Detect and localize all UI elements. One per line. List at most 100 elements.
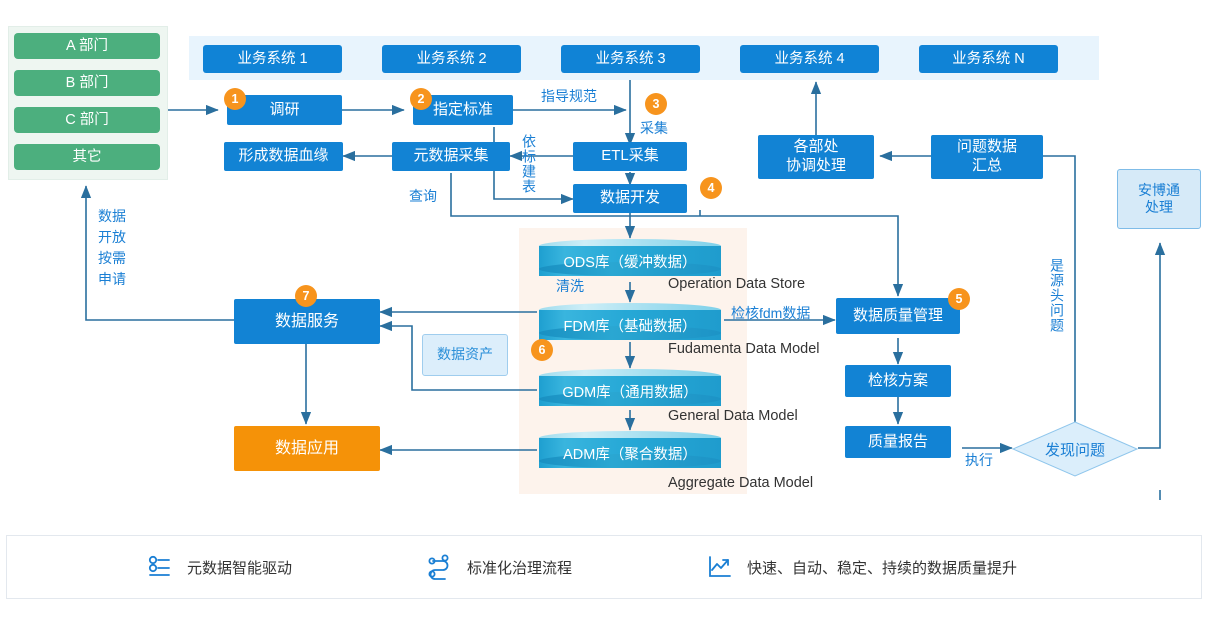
badge-number: 6 — [538, 343, 546, 357]
process-issue-summary[interactable]: 问题数据 汇总 — [931, 135, 1043, 179]
edge-label-text: 是源头问题 — [1049, 258, 1065, 333]
database-fdm-english: Fudamenta Data Model — [668, 341, 820, 357]
process-data-dev-label: 数据开发 — [599, 189, 660, 207]
edge-label-text: 查询 — [409, 188, 437, 204]
dept-coordination-line2: 协调处理 — [785, 157, 846, 174]
anbotong-line1: 安博通 — [1138, 181, 1180, 198]
process-check-plan[interactable]: 检核方案 — [845, 365, 951, 397]
database-gdm[interactable]: GDM库（通用数据） — [539, 369, 721, 411]
anbotong-line2: 处理 — [1145, 199, 1173, 215]
english-label: Operation Data Store — [668, 276, 806, 292]
decision-found-issue[interactable]: 发现问题 — [1011, 421, 1139, 477]
process-dept-coordination[interactable]: 各部处 协调处理 — [758, 135, 874, 179]
process-anbotong[interactable]: 安博通 处理 — [1117, 169, 1201, 229]
edge-label-guide-spec: 指导规范 — [541, 86, 597, 106]
check-plan-label: 检核方案 — [867, 371, 928, 389]
edge-label-text: 执行 — [965, 452, 993, 468]
process-etl-label: ETL采集 — [601, 147, 659, 165]
badge-number: 2 — [417, 92, 425, 106]
process-standard[interactable]: 指定标准 — [413, 95, 513, 125]
edge-label-text: 指导规范 — [541, 88, 597, 104]
data-asset-label: 数据资产 — [437, 346, 493, 363]
dept-label: C 部门 — [65, 111, 109, 128]
business-system-label: 业务系统 4 — [774, 50, 845, 67]
cylinder-bottom — [539, 262, 721, 276]
legend-item-2[interactable]: 快速、自动、稳定、持续的数据质量提升 — [707, 554, 1017, 580]
dept-coordination-line1: 各部处 — [793, 138, 839, 156]
dept-item-0[interactable]: A 部门 — [14, 33, 160, 59]
label-line-0: 数据 — [98, 208, 126, 224]
english-label: Aggregate Data Model — [668, 475, 814, 491]
business-system-3[interactable]: 业务系统 4 — [740, 45, 879, 73]
business-system-label: 业务系统 1 — [237, 50, 308, 67]
business-system-2[interactable]: 业务系统 3 — [561, 45, 700, 73]
dept-label: B 部门 — [65, 74, 109, 91]
process-quality-management[interactable]: 数据质量管理 — [836, 298, 960, 334]
edge-label-by-standard-build-table: 依标建表 — [521, 134, 537, 194]
badge-number: 7 — [302, 289, 310, 303]
dept-item-1[interactable]: B 部门 — [14, 70, 160, 96]
business-system-1[interactable]: 业务系统 2 — [382, 45, 521, 73]
process-lineage-label: 形成数据血缘 — [238, 147, 329, 165]
trending-chart-icon — [709, 556, 731, 577]
diamond-shape — [1011, 421, 1139, 477]
edge-label-text: 依标建表 — [521, 134, 537, 194]
process-standard-label: 指定标准 — [432, 100, 493, 118]
data-app-label: 数据应用 — [274, 439, 339, 457]
database-ods[interactable]: ODS库（缓冲数据） — [539, 239, 721, 281]
english-label: General Data Model — [668, 408, 798, 424]
edge-label-query: 查询 — [409, 186, 437, 206]
process-data-asset[interactable]: 数据资产 — [422, 334, 508, 376]
process-research-label: 调研 — [269, 100, 300, 118]
quality-report-label: 质量报告 — [867, 432, 928, 450]
badge-number: 3 — [652, 97, 660, 111]
workflow-icon — [428, 554, 449, 580]
database-fdm[interactable]: FDM库（基础数据） — [539, 303, 721, 345]
database-label: GDM库（通用数据） — [562, 384, 698, 401]
process-research[interactable]: 调研 — [227, 95, 342, 125]
database-label: ODS库（缓冲数据） — [563, 254, 697, 271]
step-badge-5: 5 — [948, 288, 970, 310]
process-data-dev[interactable]: 数据开发 — [573, 184, 687, 213]
database-label: FDM库（基础数据） — [563, 318, 697, 335]
process-meta-collect[interactable]: 元数据采集 — [392, 142, 510, 171]
quality-management-label: 数据质量管理 — [852, 306, 943, 324]
step-badge-2: 2 — [410, 88, 432, 110]
legend-item-1[interactable]: 标准化治理流程 — [427, 554, 572, 580]
cylinder-bottom — [539, 326, 721, 340]
step-badge-7: 7 — [295, 285, 317, 307]
found-issue-label: 发现问题 — [1044, 441, 1105, 459]
business-system-0[interactable]: 业务系统 1 — [203, 45, 342, 73]
edge-label-clean: 清洗 — [556, 276, 584, 296]
business-system-label: 业务系统 2 — [416, 50, 487, 67]
edge-label-text: 清洗 — [556, 278, 584, 294]
edge-label-text: 采集 — [640, 120, 668, 136]
edge-label-collect: 采集 — [640, 118, 668, 138]
data-service-label: 数据服务 — [274, 312, 339, 330]
label-line-3: 申请 — [98, 271, 126, 287]
business-system-4[interactable]: 业务系统 N — [919, 45, 1058, 73]
process-data-app[interactable]: 数据应用 — [234, 426, 380, 471]
dept-item-2[interactable]: C 部门 — [14, 107, 160, 133]
process-etl[interactable]: ETL采集 — [573, 142, 687, 171]
dept-label: 其它 — [72, 148, 102, 165]
business-system-label: 业务系统 3 — [595, 50, 666, 67]
database-ods-english: Operation Data Store — [668, 276, 805, 292]
step-badge-3: 3 — [645, 93, 667, 115]
badge-number: 1 — [231, 92, 239, 106]
database-label: ADM库（聚合数据） — [563, 446, 697, 463]
legend-item-0[interactable]: 元数据智能驱动 — [147, 554, 292, 580]
database-adm-english: Aggregate Data Model — [668, 475, 813, 491]
issue-summary-line2: 汇总 — [971, 157, 1002, 174]
process-lineage[interactable]: 形成数据血缘 — [224, 142, 343, 171]
legend-bar: 元数据智能驱动 标准化治理流程 快速、自动、稳定、持续的数据质量提升 — [6, 535, 1202, 599]
business-system-label: 业务系统 N — [952, 50, 1025, 67]
step-badge-4: 4 — [700, 177, 722, 199]
step-badge-1: 1 — [224, 88, 246, 110]
database-adm[interactable]: ADM库（聚合数据） — [539, 431, 721, 473]
legend-label: 元数据智能驱动 — [187, 559, 293, 577]
process-quality-report[interactable]: 质量报告 — [845, 426, 951, 458]
sliders-icon — [148, 555, 170, 576]
dept-item-3[interactable]: 其它 — [14, 144, 160, 170]
